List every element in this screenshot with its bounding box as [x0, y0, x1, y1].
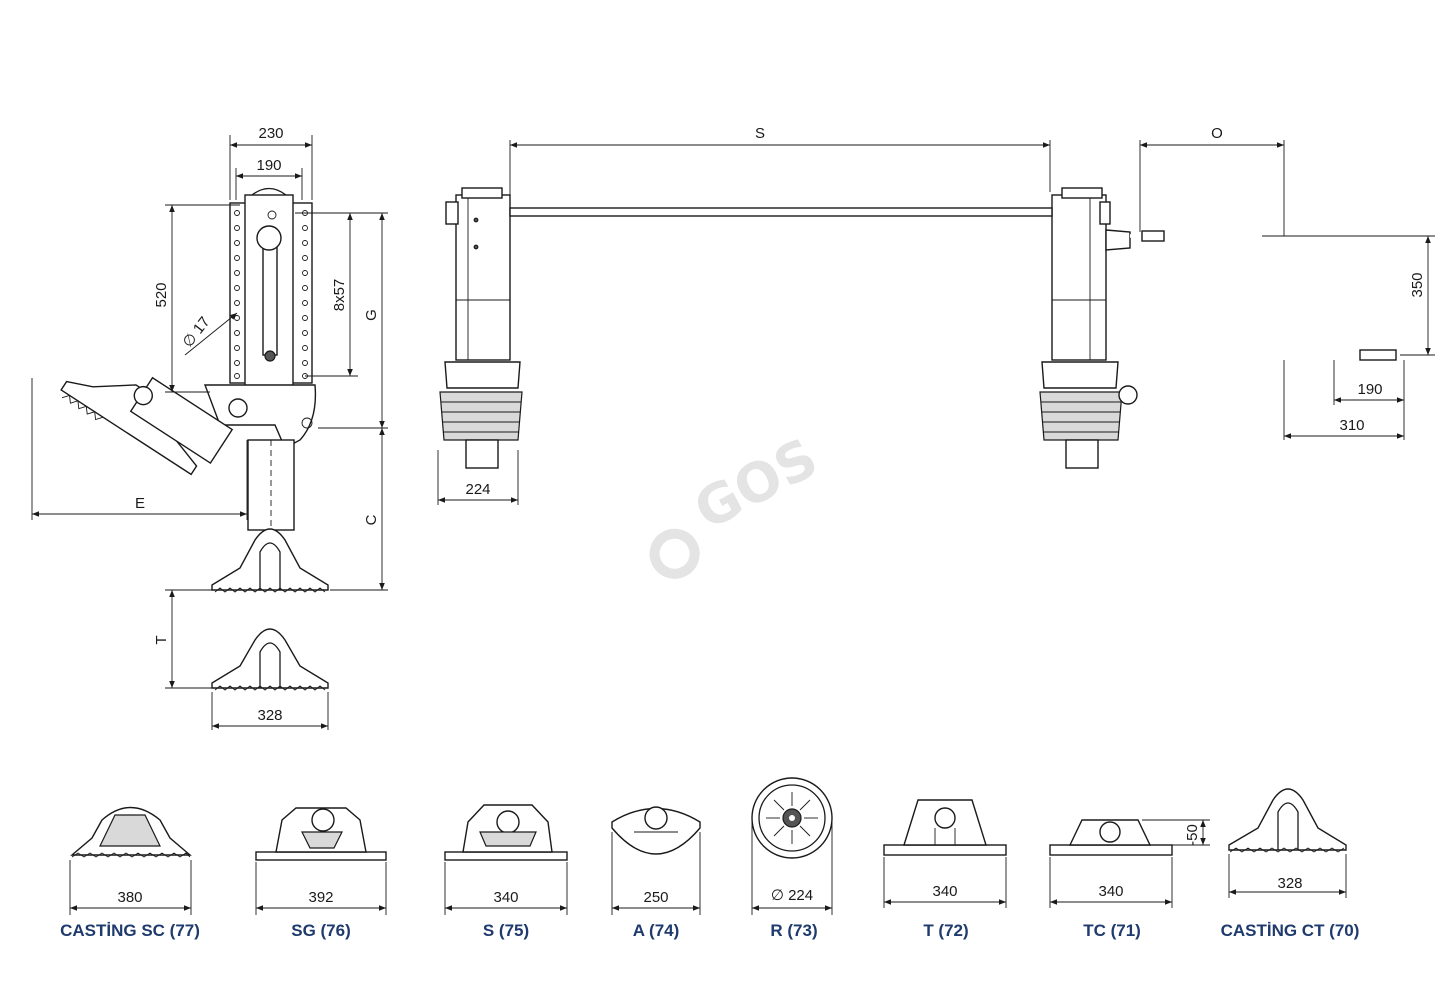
feet-dim-s: 340 [493, 889, 518, 906]
connecting-shaft [509, 207, 1053, 217]
foot-bottom-1 [211, 528, 329, 593]
dim-520: 520 [153, 282, 170, 307]
caption-casting-sc: CASTİNG SC (77) [60, 921, 200, 940]
dim-328: 328 [257, 707, 282, 724]
right-leg [1039, 187, 1138, 469]
crank-coupling [1141, 230, 1165, 242]
feet-dim-casting-sc: 380 [117, 889, 142, 906]
dim-C: C [363, 514, 380, 525]
gear-ring [256, 225, 282, 251]
foot-options: -50 380 392 340 [60, 777, 1360, 940]
feet-dim-sg: 392 [308, 889, 333, 906]
feet-dim-a: 250 [643, 889, 668, 906]
foot-bottom-2 [211, 628, 329, 691]
dim-E: E [135, 495, 145, 512]
bracket-pin [228, 398, 248, 418]
bolt [264, 350, 276, 362]
front-view: S O 350 190 310 224 [437, 125, 1435, 505]
dim-350: 350 [1409, 272, 1426, 297]
dim-G: G [363, 309, 380, 321]
foot-casting-ct [1228, 788, 1347, 853]
foot-a [611, 806, 701, 855]
crank-grip [1359, 349, 1397, 361]
caption-tc: TC (71) [1083, 921, 1141, 940]
folded-foot [60, 376, 234, 476]
feet-dim-t: 340 [932, 883, 957, 900]
gos-watermark: GOS [649, 426, 828, 579]
side-view: 230 190 520 8x57 ∅ 17 G E C T 328 [31, 125, 388, 730]
left-leg [439, 187, 523, 469]
caption-casting-ct: CASTİNG CT (70) [1221, 921, 1360, 940]
bracket-hole [301, 417, 313, 429]
dim-dia-17: ∅ 17 [179, 314, 213, 351]
dim-190-crank: 190 [1357, 381, 1382, 398]
caption-sg: SG (76) [291, 921, 351, 940]
dim-S: S [755, 125, 765, 142]
dim-230: 230 [258, 125, 283, 142]
foot-t [883, 799, 1007, 856]
dim-O: O [1211, 125, 1223, 142]
caption-a: A (74) [633, 921, 680, 940]
feet-dim-tc: 340 [1098, 883, 1123, 900]
housing-cap [251, 187, 287, 196]
dim-T: T [153, 635, 170, 644]
watermark-text: GOS [684, 426, 828, 542]
crank-handle [1130, 235, 1400, 356]
caption-s: S (75) [483, 921, 529, 940]
dim-tc-height: -50 [1184, 824, 1201, 846]
dim-190: 190 [256, 157, 281, 174]
caption-t: T (72) [923, 921, 968, 940]
caption-r: R (73) [770, 921, 817, 940]
plate-holes-right [302, 210, 308, 379]
dim-224-leg: 224 [465, 481, 490, 498]
top-bolt [267, 210, 277, 220]
foot-tc: -50 [1049, 819, 1210, 856]
foot-sg [255, 807, 387, 861]
feet-dim-r: ∅ 224 [771, 887, 813, 904]
feet-dim-lines [69, 822, 1347, 915]
feet-dim-casting-ct: 328 [1277, 875, 1302, 892]
dim-8x57: 8x57 [331, 279, 348, 312]
foot-r [751, 777, 833, 859]
foot-s [444, 804, 568, 861]
dim-310: 310 [1339, 417, 1364, 434]
foot-casting-sc [70, 806, 192, 858]
